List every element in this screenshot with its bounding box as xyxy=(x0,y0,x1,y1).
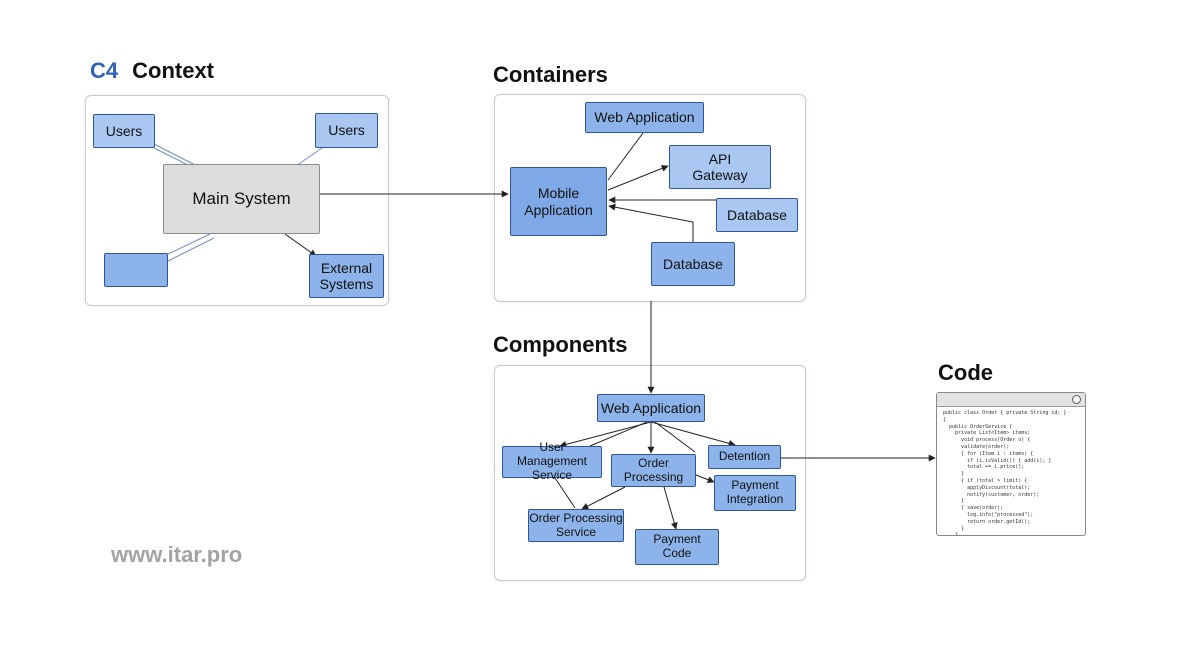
database-large-node[interactable]: Database xyxy=(651,242,735,286)
code-snippet: public class Order { private String id; … xyxy=(943,410,1067,536)
containers-title: Containers xyxy=(493,62,608,87)
payment-code-node[interactable]: Payment Code xyxy=(635,529,719,565)
context-heading: Context xyxy=(132,58,215,83)
c4-brand: C4 xyxy=(90,58,119,83)
web-to-user-mgmt-arrow xyxy=(559,421,652,448)
component-web-application-node[interactable]: Web Application xyxy=(597,394,705,422)
window-close-icon[interactable] xyxy=(1072,395,1081,404)
users-left-node[interactable]: Users xyxy=(93,114,155,148)
components-title: Components xyxy=(493,332,628,357)
api-gateway-node[interactable]: API Gateway xyxy=(669,145,771,189)
order-to-order-service-arrow xyxy=(581,486,626,510)
watermark-text: www.itar.pro xyxy=(111,542,243,567)
main-system-node[interactable]: Main System xyxy=(163,164,320,234)
order-processing-node[interactable]: Order Processing xyxy=(611,454,696,487)
main-to-external-arrow xyxy=(284,233,317,257)
db-large-to-mobile-arrow xyxy=(608,203,694,242)
detention-node[interactable]: Detention xyxy=(708,445,781,469)
order-to-payment-code-arrow xyxy=(663,486,678,530)
external-systems-node[interactable]: External Systems xyxy=(309,254,384,298)
order-to-payment-integration-arrow xyxy=(695,474,715,483)
database-small-node[interactable]: Database xyxy=(716,198,798,232)
order-processing-service-node[interactable]: Order Processing Service xyxy=(528,509,624,542)
code-window-titlebar xyxy=(937,393,1085,407)
user-management-node[interactable]: User Management Service xyxy=(502,440,602,482)
blank-box-link xyxy=(159,233,211,259)
blank-box-link-2 xyxy=(165,237,215,263)
mobile-to-api-arrow xyxy=(607,165,669,191)
user-mgmt-to-order-service-link xyxy=(554,477,576,509)
context-title: C4 Context xyxy=(90,58,214,84)
web-to-order-arrow-2 xyxy=(654,421,696,453)
users-right-node[interactable]: Users xyxy=(315,113,378,148)
web-to-detention-arrow xyxy=(650,421,736,447)
users-left-link xyxy=(149,141,196,166)
code-window: public class Order { private String id; … xyxy=(936,392,1086,536)
payment-integration-node[interactable]: Payment Integration xyxy=(714,475,796,511)
code-title: Code xyxy=(938,360,993,385)
web-to-user-mgmt-arrow-2 xyxy=(589,421,648,447)
webapp-to-mobile-link xyxy=(607,132,644,181)
mobile-application-node[interactable]: Mobile Application xyxy=(510,167,607,236)
unlabeled-node[interactable] xyxy=(104,253,168,287)
container-web-application-node[interactable]: Web Application xyxy=(585,102,704,133)
